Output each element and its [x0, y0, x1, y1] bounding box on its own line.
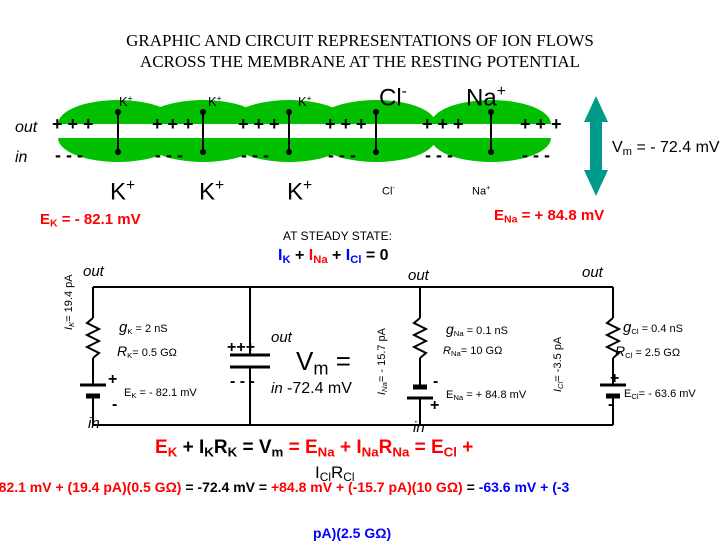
- rk-label: RK= 0.5 GΩ: [117, 343, 177, 360]
- vm-arrow: [584, 96, 608, 196]
- charges-minus-6: - - -: [522, 145, 550, 165]
- ion-label-top-k-2: K+: [208, 93, 222, 110]
- ion-label-bottom-k-2: K+: [199, 177, 225, 206]
- circuit-out-na: out: [408, 267, 429, 284]
- ion-label-bottom-k-3: K+: [287, 177, 313, 206]
- rna-label: RNa= 10 GΩ: [443, 345, 503, 358]
- ina-current-label: INa= - 15.7 pA: [376, 327, 389, 395]
- bottom-equation-line-3: pA)(2.5 GΩ): [313, 525, 392, 541]
- ena-battery-label: ENa = + 84.8 mV: [446, 389, 527, 402]
- charges-plus-1: + + +: [52, 114, 94, 134]
- capacitor-in-label: in: [271, 380, 283, 397]
- charges-plus-4: + + +: [325, 114, 367, 134]
- charges-plus-6: + + +: [520, 114, 562, 134]
- capacitor-plus: +++: [227, 339, 256, 356]
- k-battery-plus: +: [108, 371, 118, 388]
- ion-dots: [115, 109, 494, 155]
- ena-equilibrium: ENa = + 84.8 mV: [494, 207, 605, 226]
- circuit-in-left: in: [88, 415, 100, 432]
- rcl-label: RCl = 2.5 GΩ: [615, 343, 681, 360]
- steady-state-equation: IK + INa + ICl = 0: [278, 247, 389, 266]
- title-line-2: ACROSS THE MEMBRANE AT THE RESTING POTEN…: [139, 52, 581, 71]
- k-resistor: [84, 317, 102, 359]
- cl-resistor: [604, 317, 622, 359]
- ion-label-bottom-na: Na+: [472, 184, 491, 198]
- vm-circuit-label: Vm =: [296, 346, 351, 379]
- bottom-equation-line-1: EK + IKRK = Vm = ENa + INaRNa = ECl +: [155, 437, 474, 460]
- charges-plus-3: + + +: [238, 114, 280, 134]
- capacitor-out-label: out: [271, 329, 292, 346]
- na-battery-plus: +: [430, 397, 440, 414]
- steady-state-caption: AT STEADY STATE:: [283, 229, 392, 243]
- charges-minus-4: - - -: [328, 145, 356, 165]
- membrane-out-label: out: [15, 119, 38, 136]
- ion-label-top-cl: Cl-: [379, 83, 407, 112]
- cl-battery-minus: -: [608, 396, 614, 413]
- vm-readout: Vm = - 72.4 mV: [612, 139, 720, 158]
- ion-label-top-k-1: K+: [119, 93, 133, 110]
- charges-plus-5: + + +: [422, 114, 464, 134]
- vm-circuit-value: -72.4 mV: [287, 380, 352, 397]
- na-battery-minus: -: [433, 373, 439, 390]
- ion-label-top-na: Na+: [466, 83, 506, 112]
- capacitor-minus: - - -: [230, 373, 255, 390]
- gcl-label: gCl = 0.4 nS: [623, 319, 683, 336]
- ion-label-bottom-k-1: K+: [110, 177, 136, 206]
- charges-minus-5: - - -: [425, 145, 453, 165]
- ek-equilibrium: EK = - 82.1 mV: [40, 211, 141, 230]
- bottom-equation-line-1b: IClRCl: [315, 463, 355, 484]
- circuit-out-right: out: [582, 264, 603, 281]
- ion-label-top-k-3: K+: [298, 93, 312, 110]
- charges-minus-2: - - -: [155, 145, 183, 165]
- title-line-1: GRAPHIC AND CIRCUIT REPRESENTATIONS OF I…: [126, 31, 594, 50]
- k-battery-minus: -: [112, 396, 118, 413]
- ion-flow-arrows: [117, 112, 492, 152]
- circuit-in-right: in: [413, 419, 425, 436]
- ecl-battery-label: ECl= - 63.6 mV: [624, 388, 696, 401]
- gna-label: gNa = 0.1 nS: [446, 321, 508, 338]
- gk-label: gK = 2 nS: [119, 319, 168, 336]
- charges-plus-2: + + +: [152, 114, 194, 134]
- cl-battery-plus: +: [610, 370, 620, 387]
- circuit-out-left: out: [83, 263, 104, 280]
- charges-minus-3: - - -: [241, 145, 269, 165]
- icl-current-label: ICl= -3.5 pA: [552, 336, 565, 392]
- na-resistor: [411, 317, 429, 359]
- charges-minus-1: - - -: [55, 145, 83, 165]
- membrane-in-label: in: [15, 149, 28, 166]
- ik-current-label: IK= 19.4 pA: [63, 274, 76, 330]
- ek-battery-label: EK = - 82.1 mV: [124, 387, 197, 400]
- bottom-equation-line-2: -82.1 mV + (19.4 pA)(0.5 GΩ) = -72.4 mV …: [0, 479, 570, 495]
- ion-label-bottom-cl: Cl-: [382, 184, 395, 198]
